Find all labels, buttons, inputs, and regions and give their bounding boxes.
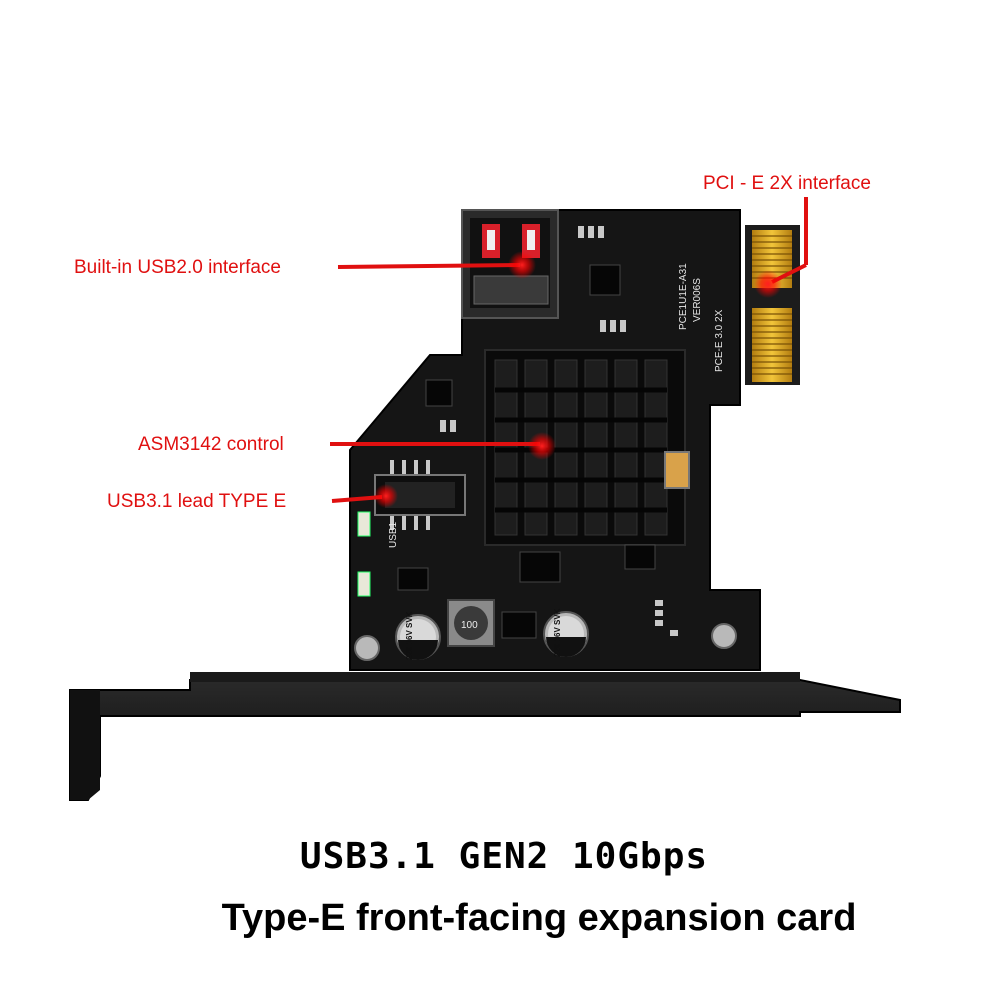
- capacitor-left-marking: 220 16V SVK: [405, 611, 414, 660]
- callout-line-typee: [331, 484, 398, 508]
- callout-label-asm: ASM3142 control: [138, 434, 284, 455]
- pci-bracket: [69, 672, 901, 801]
- inductor-marking: 100: [461, 620, 478, 631]
- callout-label-usb2: Built-in USB2.0 interface: [74, 257, 281, 278]
- screw-right: [711, 623, 737, 649]
- callout-label-pcie: PCI - E 2X interface: [703, 173, 871, 194]
- caption-speed: USB3.1 GEN2 10Gbps: [299, 836, 709, 877]
- pcb-board: PCE1U1E-A31 VER006S PCE-E 3.0 2X USB1 22…: [349, 209, 800, 671]
- small-chips: [397, 264, 656, 639]
- silkscreen-version: VER006S: [692, 278, 703, 322]
- capacitor-right: [543, 611, 589, 657]
- silkscreen-slot: PCE-E 3.0 2X: [714, 309, 725, 372]
- caption-product-name: Type-E front-facing expansion card: [221, 897, 857, 939]
- callout-line-pcie: [754, 197, 808, 298]
- callout-lines: [330, 197, 808, 508]
- usb2-port: [461, 209, 559, 319]
- heatsink: [484, 349, 686, 546]
- callout-line-asm: [330, 432, 556, 460]
- capacitor-right-marking: 220 16V SVK: [553, 608, 562, 657]
- screw-left: [354, 635, 380, 661]
- callout-label-type-e: USB3.1 lead TYPE E: [107, 491, 287, 512]
- callout-line-usb2: [337, 251, 536, 279]
- type-e-header: [374, 460, 466, 530]
- inductor: [447, 599, 495, 647]
- capacitor-left: [395, 614, 441, 660]
- silkscreen-usb: USB1: [388, 521, 399, 548]
- silkscreen-model: PCE1U1E-A31: [678, 263, 689, 330]
- crystal-oscillator: [664, 451, 690, 489]
